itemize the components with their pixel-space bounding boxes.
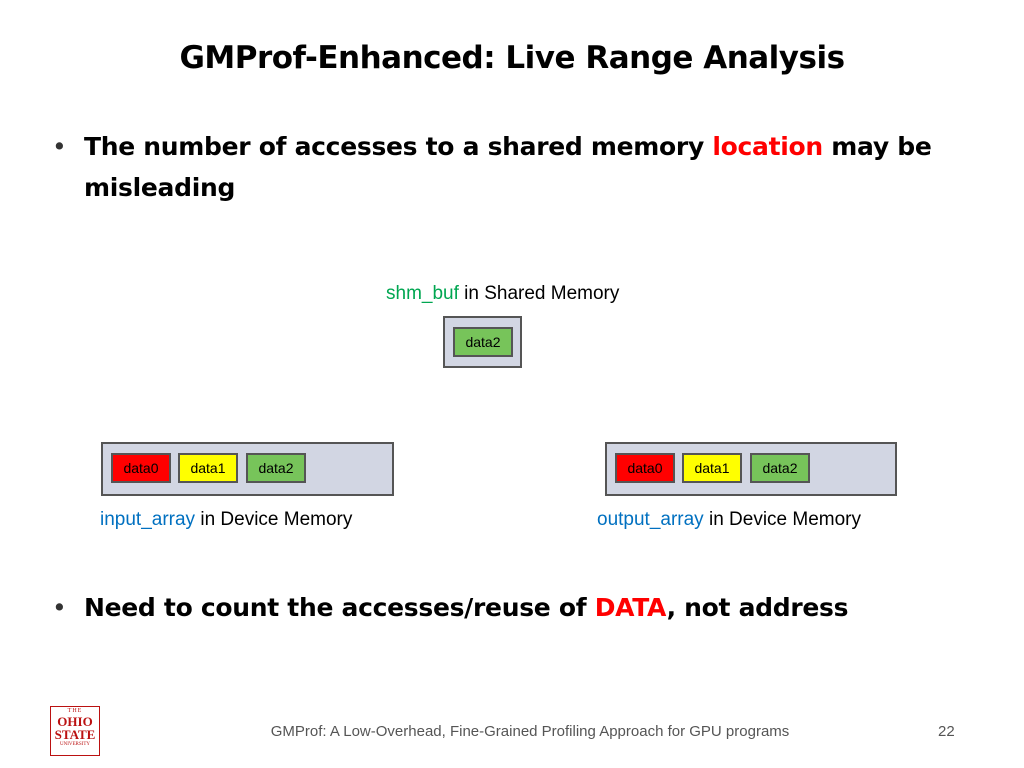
logo-line-university: UNIVERSITY xyxy=(60,742,90,747)
bullet-1-part2: may be misleading xyxy=(84,132,932,202)
shared-buffer-name: shm_buf xyxy=(386,283,459,304)
bullet-2-part1: Need to count the accesses/reuse of xyxy=(84,593,595,622)
bullet-1-part1: The number of accesses to a shared memor… xyxy=(84,132,713,161)
input-array-box: data0 data1 data2 xyxy=(101,442,394,496)
shared-buffer-box: data2 xyxy=(443,316,522,368)
ohio-state-logo: THE OHIO STATE UNIVERSITY xyxy=(50,706,100,756)
output-cell-data2: data2 xyxy=(750,453,810,483)
logo-line-ohio: OHIO xyxy=(57,714,93,729)
shared-buffer-suffix: in Shared Memory xyxy=(458,283,620,304)
footer-text: GMProf: A Low-Overhead, Fine-Grained Pro… xyxy=(270,723,790,740)
shared-cell-data2: data2 xyxy=(453,327,513,357)
output-array-suffix: in Device Memory xyxy=(703,509,862,530)
output-array-box: data0 data1 data2 xyxy=(605,442,897,496)
output-array-caption: output_array in Device Memory xyxy=(597,509,861,531)
bullet-dot: • xyxy=(52,593,67,622)
bullet-2-highlight: DATA xyxy=(594,593,667,622)
page-number: 22 xyxy=(938,723,955,740)
output-array-name: output_array xyxy=(597,509,704,530)
bullet-dot: • xyxy=(52,132,67,161)
bullet-1-highlight: location xyxy=(712,132,823,161)
input-cell-data2: data2 xyxy=(246,453,306,483)
logo-line-state: STATE xyxy=(54,727,96,742)
output-cell-data1: data1 xyxy=(682,453,742,483)
bullet-1-text: The number of accesses to a shared memor… xyxy=(84,126,932,208)
slide-title: GMProf-Enhanced: Live Range Analysis xyxy=(179,40,845,76)
input-cell-data1: data1 xyxy=(178,453,238,483)
output-cell-data0: data0 xyxy=(615,453,675,483)
input-cell-data0: data0 xyxy=(111,453,171,483)
bullet-2: • Need to count the accesses/reuse of DA… xyxy=(52,587,932,628)
input-array-caption: input_array in Device Memory xyxy=(100,509,352,531)
input-array-suffix: in Device Memory xyxy=(195,509,353,530)
input-array-name: input_array xyxy=(100,509,196,530)
bullet-2-text: Need to count the accesses/reuse of DATA… xyxy=(84,587,932,628)
shared-memory-caption: shm_buf in Shared Memory xyxy=(386,283,619,305)
bullet-2-part2: , not address xyxy=(666,593,849,622)
bullet-1: • The number of accesses to a shared mem… xyxy=(52,126,932,208)
logo-line-the: THE xyxy=(67,708,83,714)
